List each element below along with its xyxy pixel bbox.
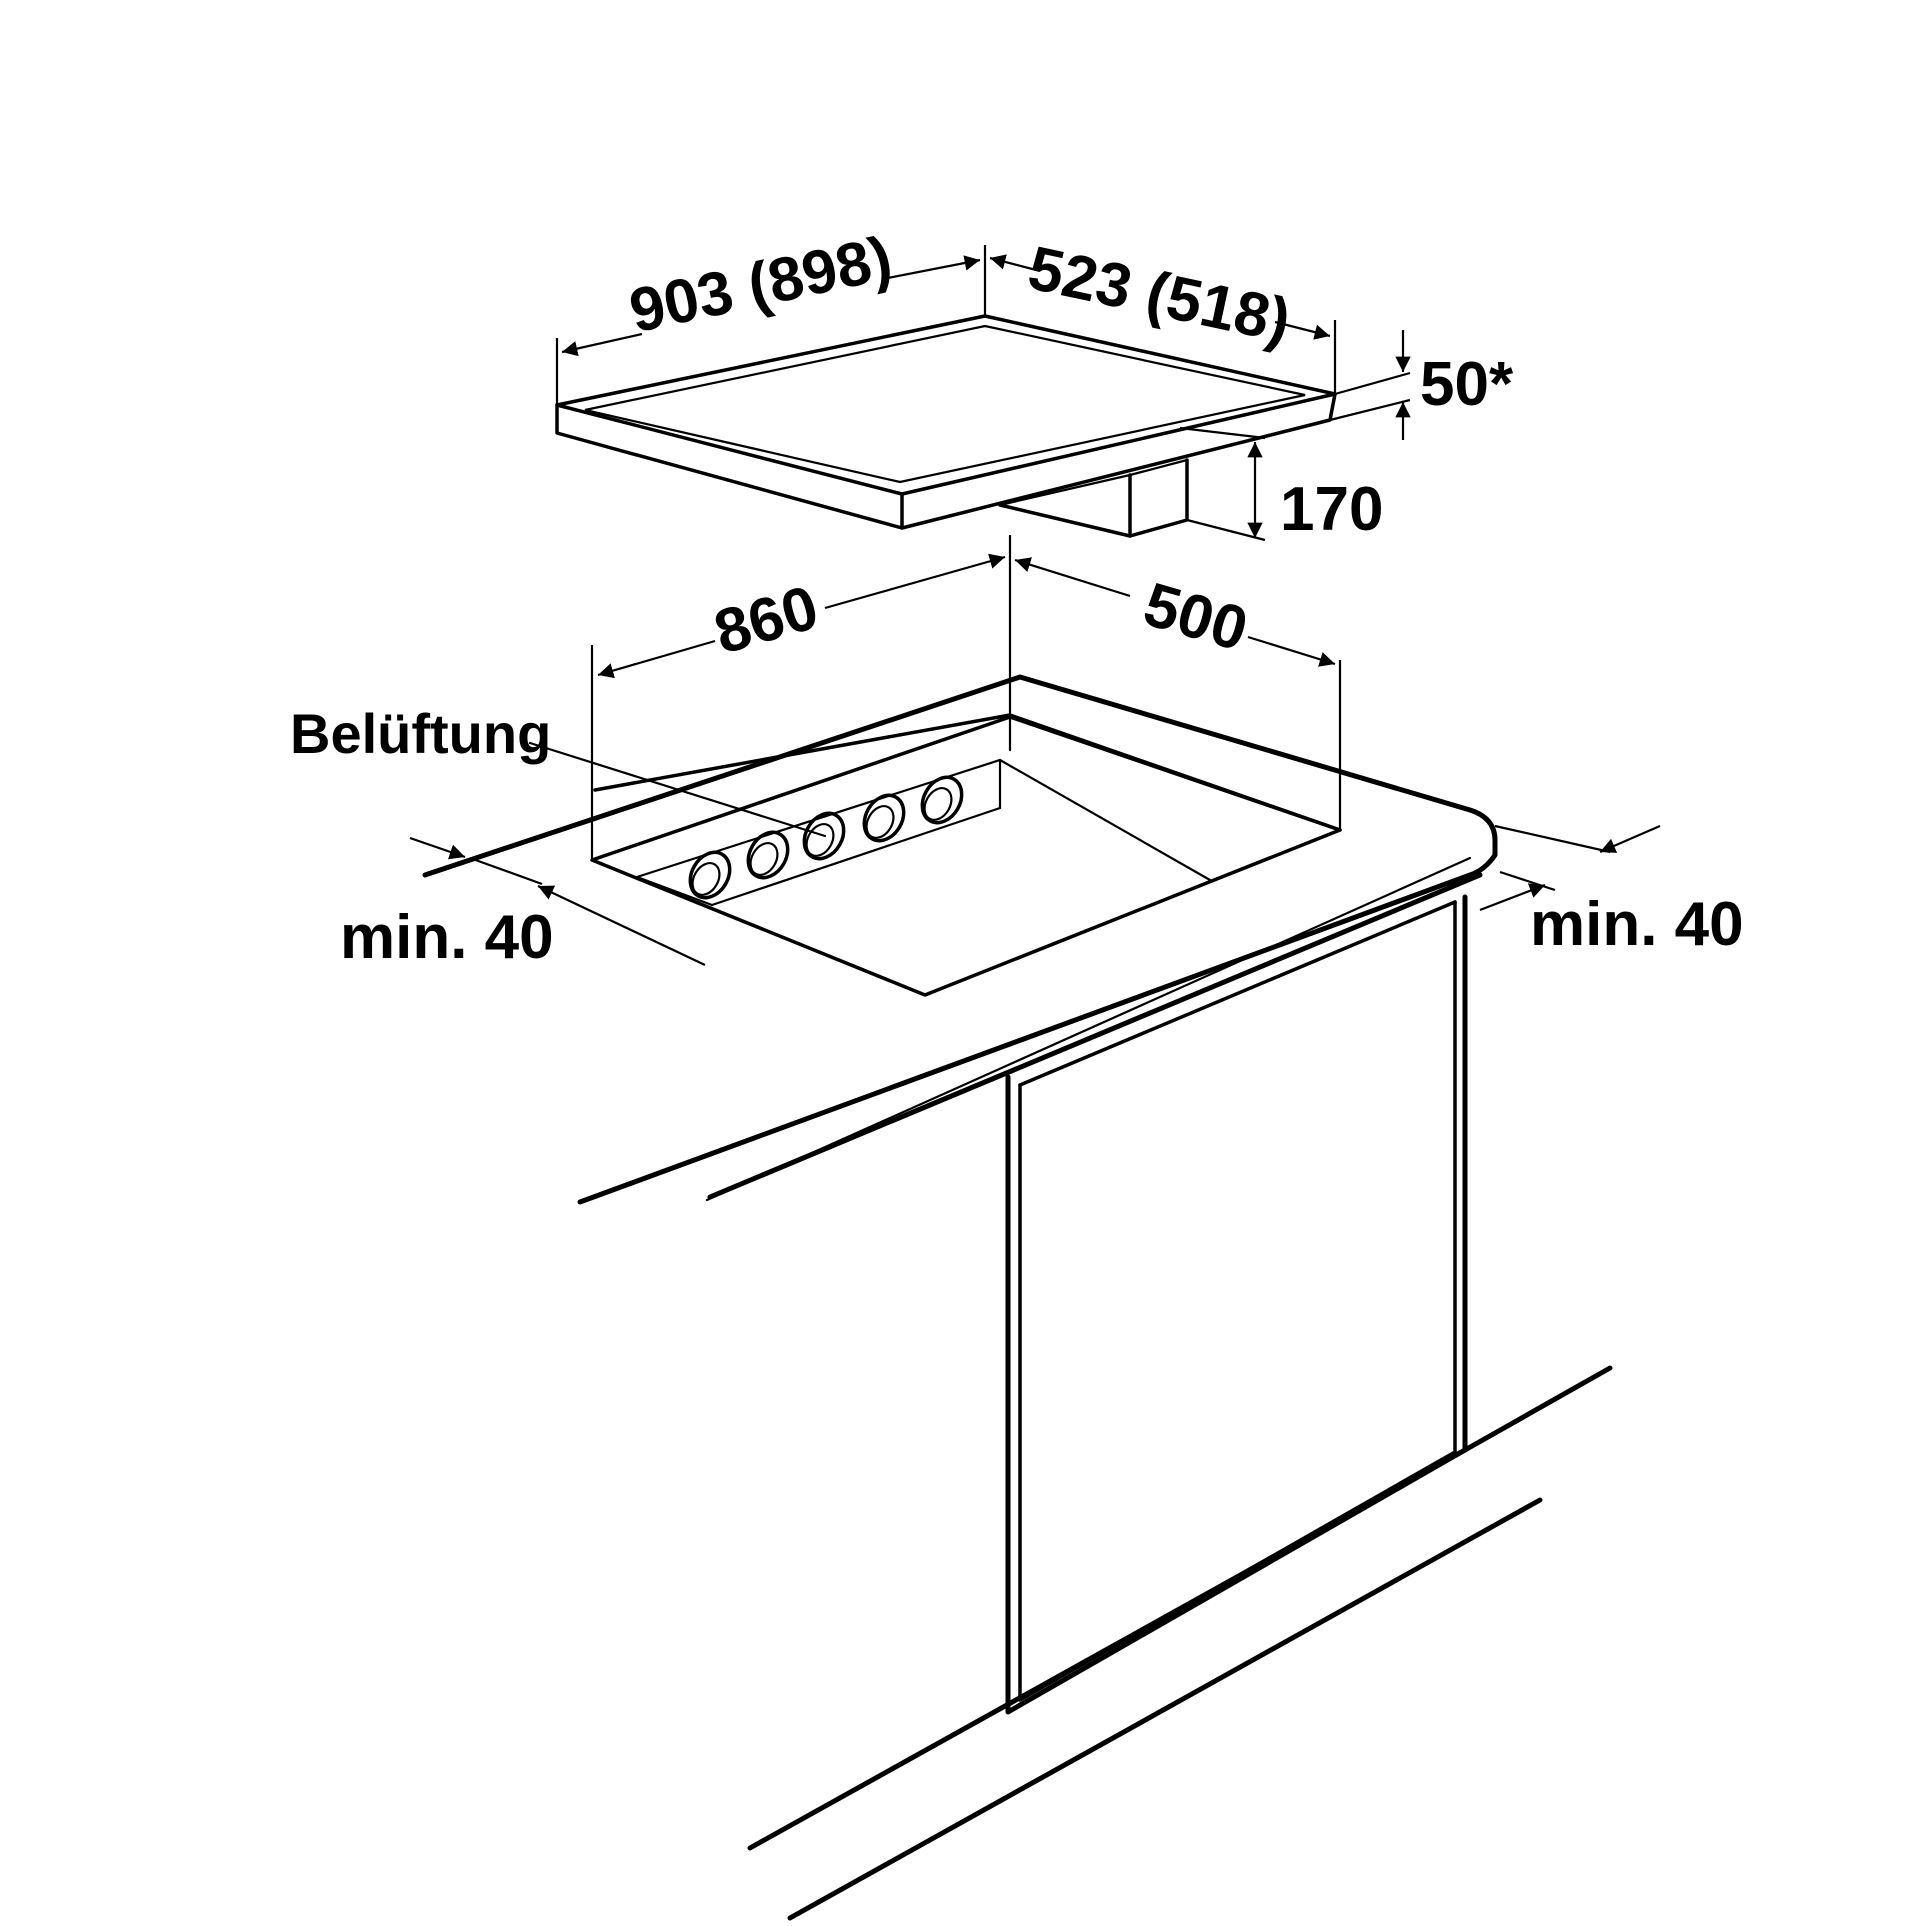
dim-hob-thickness: 50*: [1329, 330, 1514, 440]
hob-depth-label: 523 (518): [1022, 234, 1296, 357]
dim-cutout-depth: 500: [1014, 557, 1342, 830]
vent-hole: [688, 850, 732, 900]
vent-hole: [920, 775, 964, 825]
ventilation-callout: Belüftung: [290, 702, 827, 838]
hob-width-label: 903 (898): [624, 224, 898, 347]
vent-hole: [862, 793, 906, 843]
hob-thickness-label: 50*: [1420, 350, 1514, 419]
vent-hole: [746, 830, 790, 880]
ventilation-label: Belüftung: [290, 702, 551, 765]
hob-right-edge: [900, 392, 1337, 530]
worktop: [422, 674, 1498, 1205]
cabinet-door: [1005, 894, 1468, 1715]
hob-front-edge: [555, 403, 904, 530]
floor-line: [787, 1497, 1543, 1921]
worktop-front-edge: [577, 872, 1473, 1205]
dim-clearance-right: min. 40: [1479, 824, 1744, 959]
hob-depth-below-label: 170: [1280, 475, 1383, 544]
dim-clearance-left: min. 40: [340, 836, 706, 972]
dim-hob-depth: 523 (518): [989, 234, 1337, 394]
clearance-right-label: min. 40: [1530, 890, 1744, 959]
hob-inner-border: [584, 324, 1306, 484]
clearance-left-label: min. 40: [340, 903, 554, 972]
dim-hob-depth-below: 170: [1179, 426, 1383, 544]
cutout-width-label: 860: [707, 573, 825, 668]
cutout-depth-label: 500: [1136, 570, 1254, 665]
plinth-line: [747, 1447, 1468, 1851]
hob: [555, 314, 1337, 538]
ventilation-holes: [688, 775, 964, 900]
hob-housing: [998, 458, 1189, 538]
worktop-back-edge: [422, 674, 1473, 878]
dim-hob-width: 903 (898): [555, 224, 987, 405]
vent-hole: [802, 811, 846, 861]
base-cabinet: [747, 894, 1613, 1921]
